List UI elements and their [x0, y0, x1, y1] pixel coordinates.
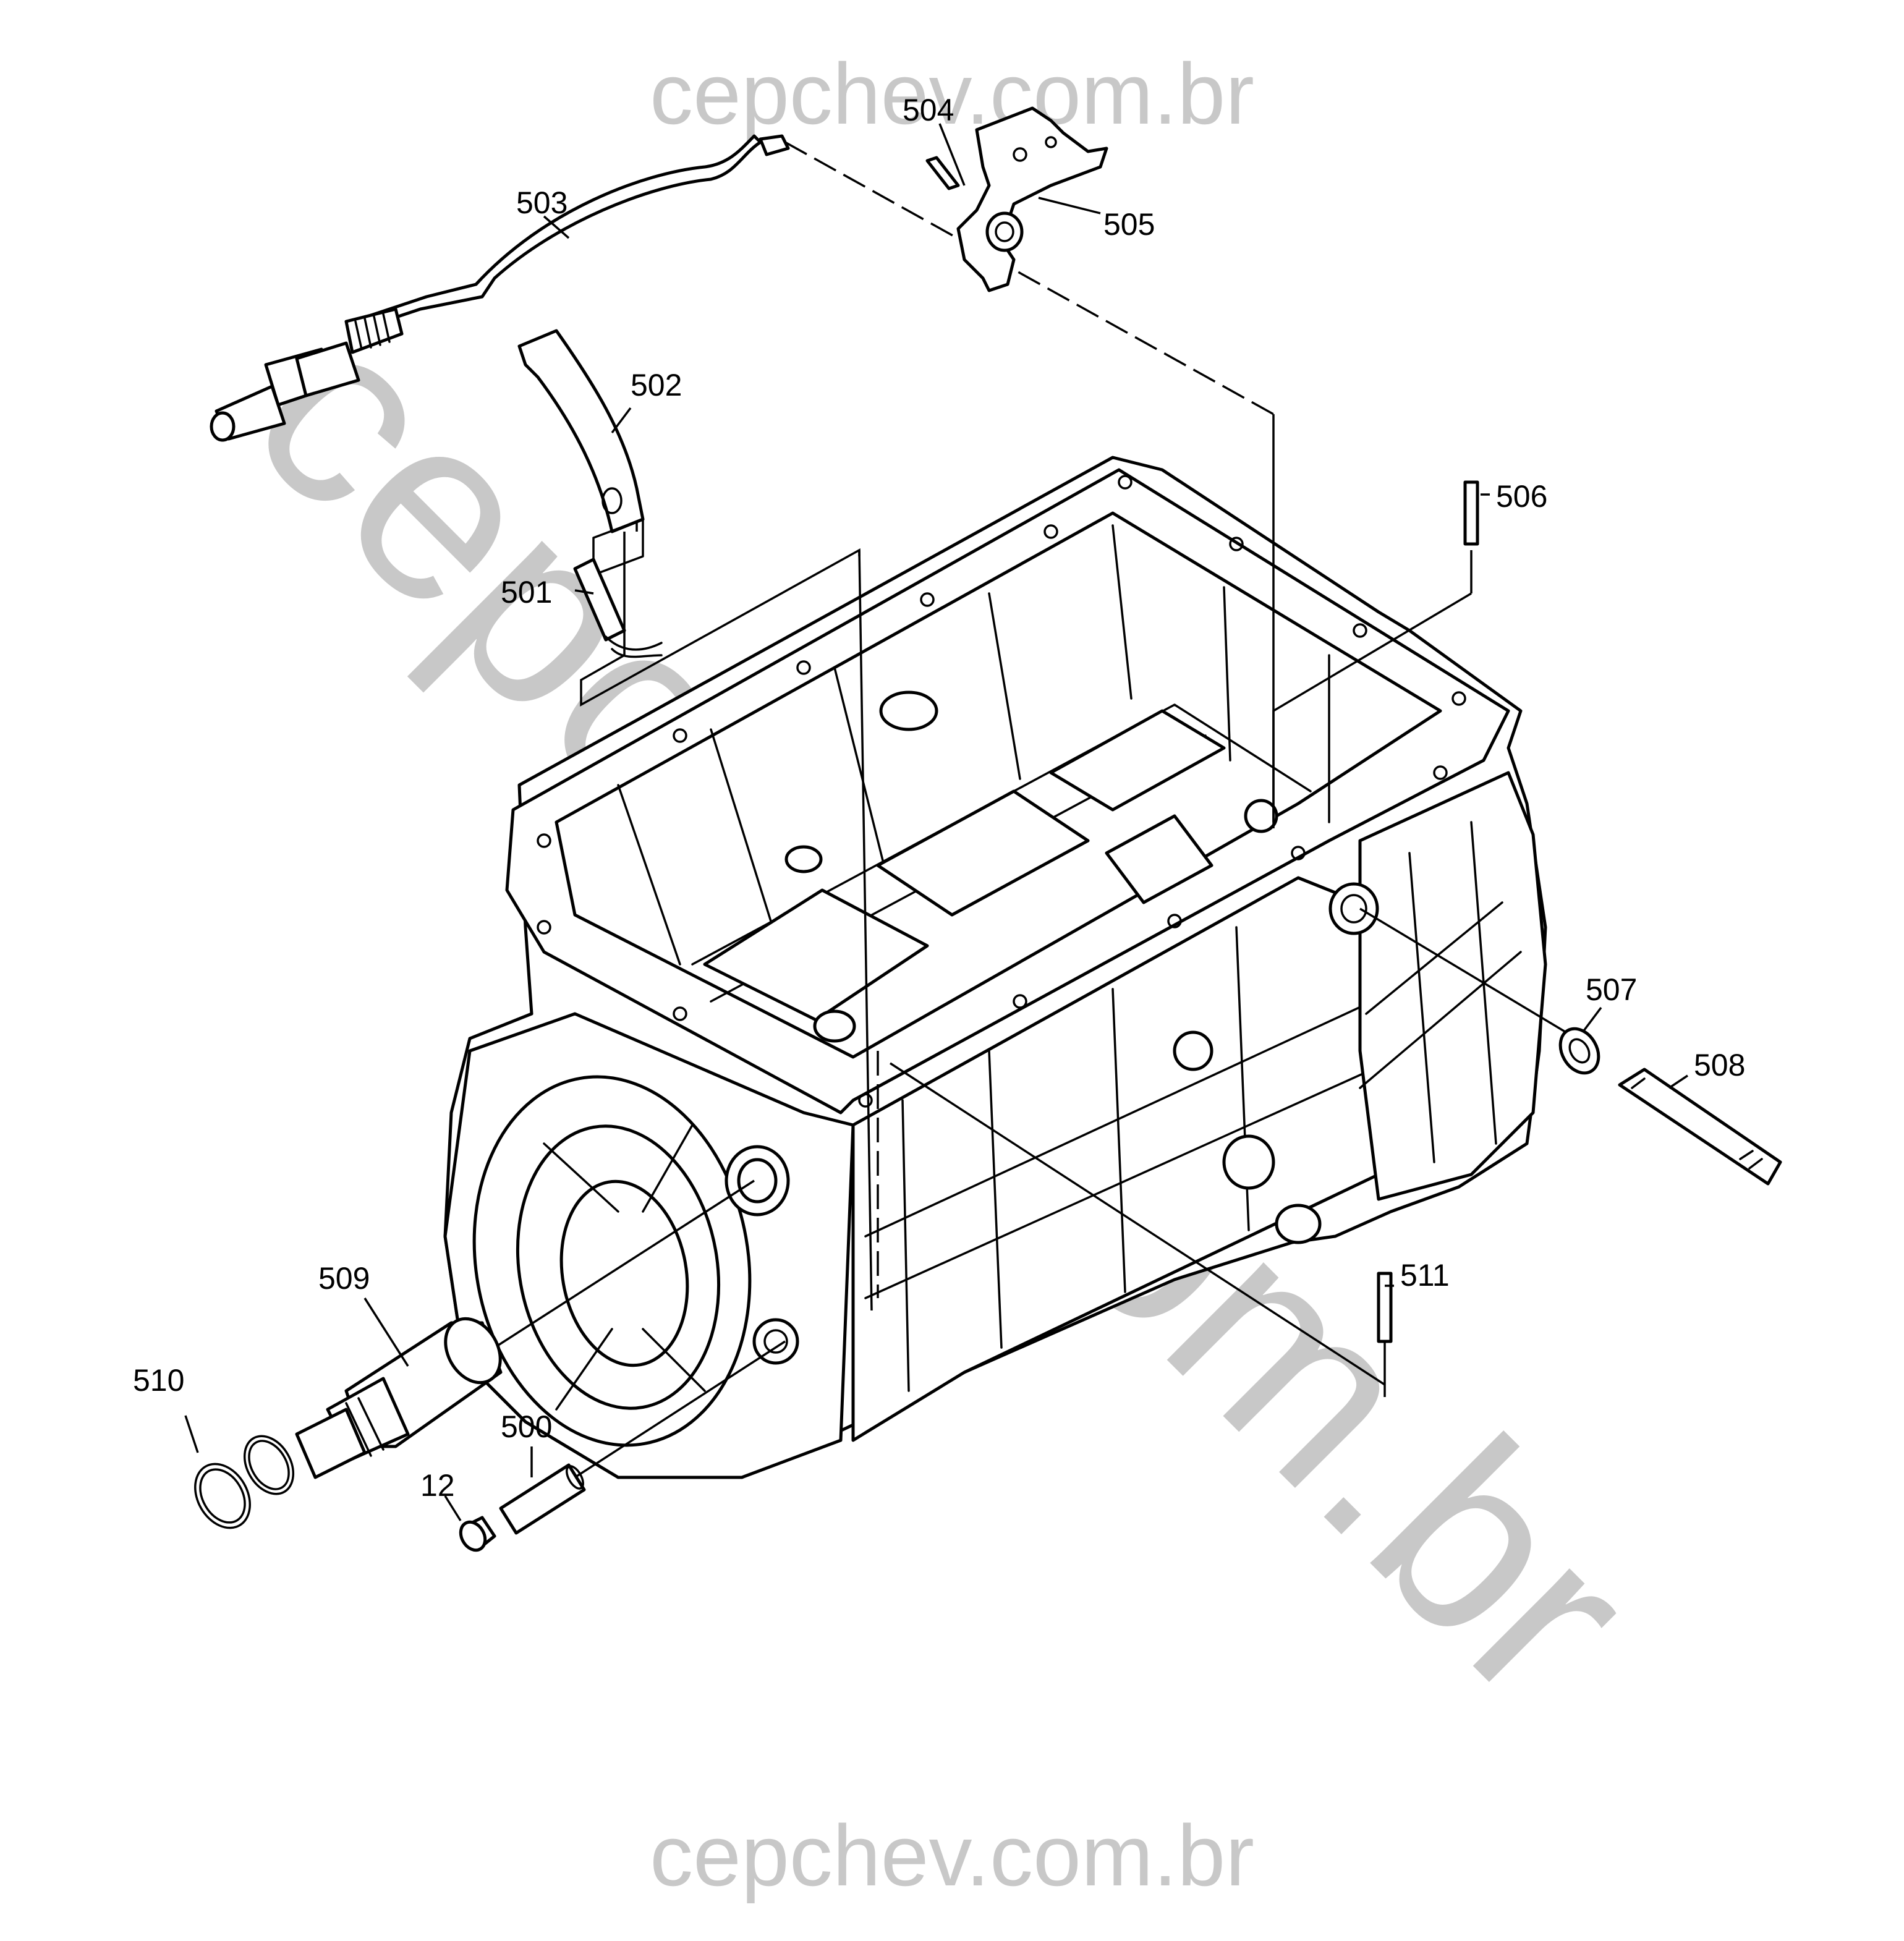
part-507-seal	[1558, 1027, 1600, 1075]
callout-leaders	[184, 123, 1688, 1521]
callout-509: 509	[318, 1261, 370, 1296]
callout-506: 506	[1496, 479, 1547, 514]
callout-504: 504	[903, 93, 954, 127]
part-503-shift-rod	[210, 134, 790, 442]
callout-502: 502	[631, 368, 682, 402]
callout-501: 501	[501, 575, 552, 609]
part-510-o-rings	[194, 1435, 295, 1529]
part-504-pin	[925, 156, 960, 190]
part-500-pin	[499, 1463, 586, 1535]
part-501-clip	[573, 558, 663, 658]
part-506-dowel-pin	[1463, 480, 1479, 546]
callout-500: 500	[501, 1409, 552, 1444]
flange-bolt-holes	[537, 475, 1466, 1108]
callout-508: 508	[1694, 1048, 1745, 1082]
part-502-detent-spring	[517, 329, 645, 576]
transmission-case	[443, 456, 1547, 1479]
callout-511: 511	[1400, 1258, 1450, 1293]
part-509-sleeve	[295, 1317, 503, 1479]
part-511-dowel-pin	[1377, 1272, 1393, 1343]
callout-507: 507	[1586, 972, 1637, 1007]
callout-12: 12	[420, 1468, 455, 1503]
callout-labels: 503 504 505 502 501 506 507 508 509 511 …	[133, 93, 1745, 1503]
reference-lines	[494, 141, 1577, 1479]
part-12-plug	[459, 1516, 496, 1552]
watermark-bottom: cepchev.com.br	[650, 1807, 1254, 1904]
part-508-shaft	[1618, 1068, 1782, 1186]
part-505-detent-lever	[956, 106, 1108, 292]
callout-503: 503	[516, 185, 567, 220]
watermark-top: cepchev.com.br	[650, 45, 1254, 142]
callout-510: 510	[133, 1363, 184, 1398]
callout-505: 505	[1103, 207, 1155, 242]
